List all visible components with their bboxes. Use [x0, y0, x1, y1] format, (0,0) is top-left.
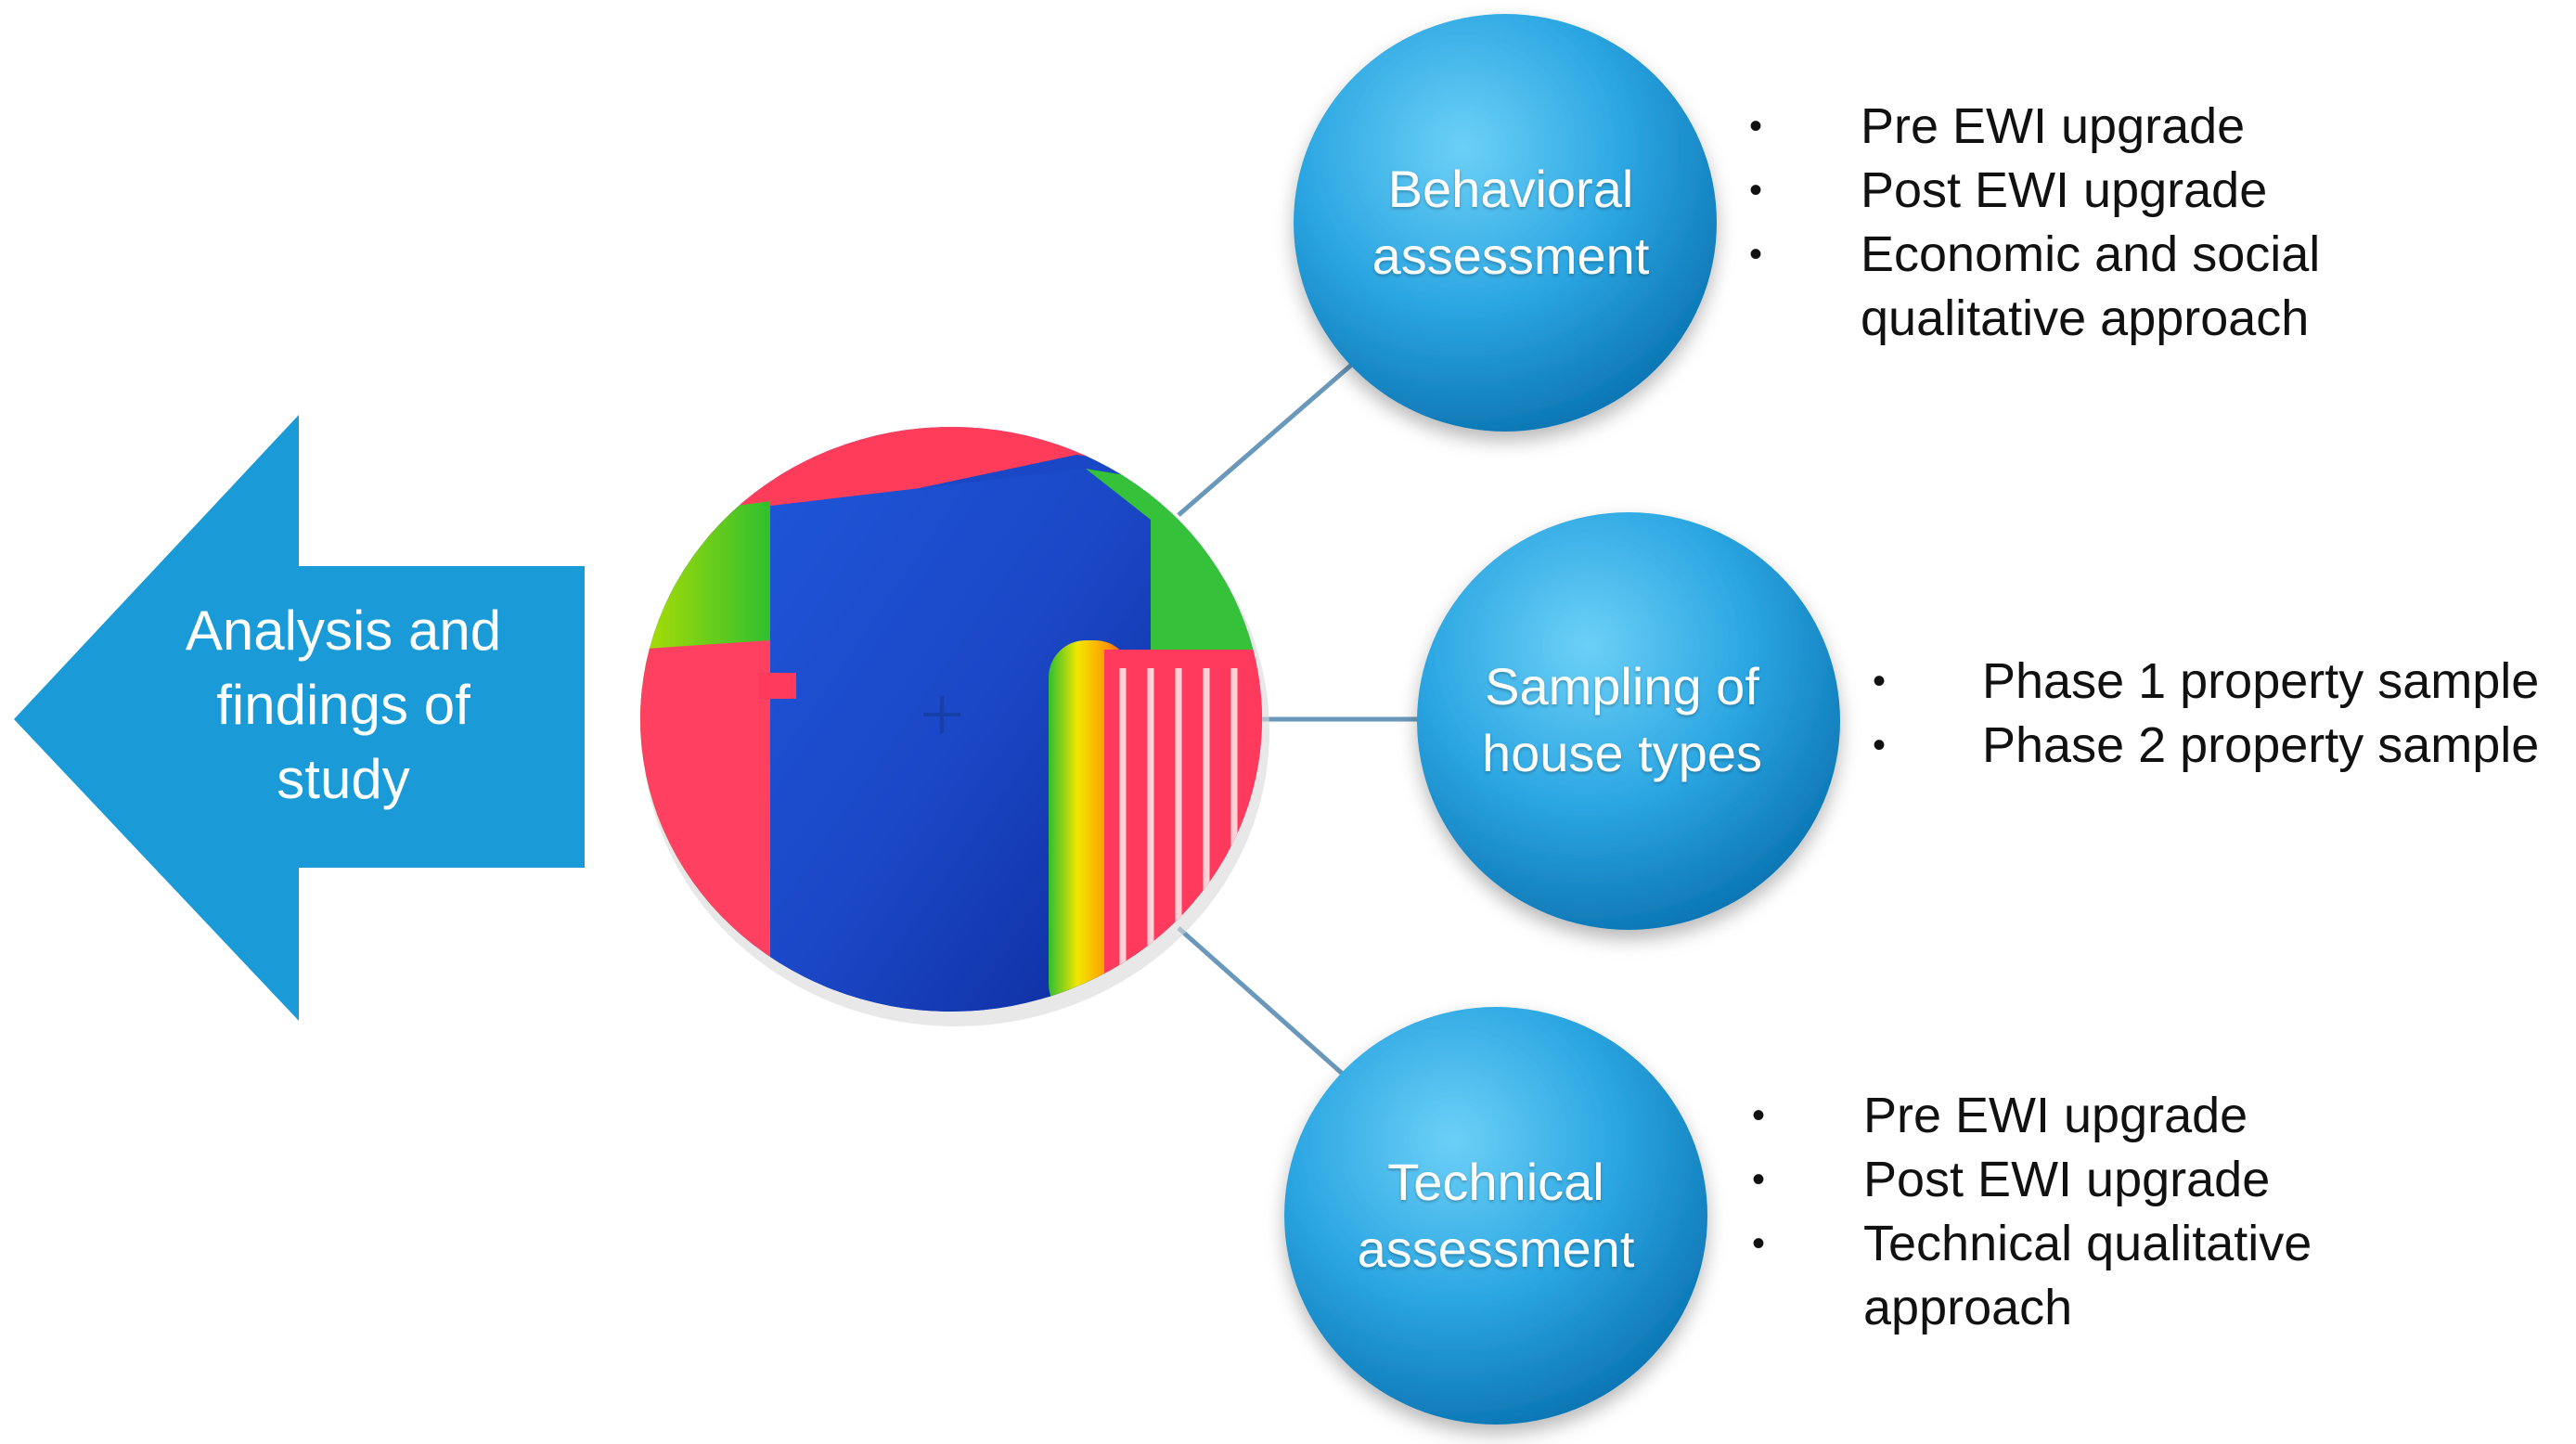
technical-label: Technical assessment — [1301, 1149, 1691, 1283]
technical-label-line-2: assessment — [1357, 1219, 1635, 1278]
sampling-bullets: •Phase 1 property sample •Phase 2 proper… — [1873, 650, 2569, 778]
arrow-label: Analysis and findings of study — [130, 594, 557, 817]
sampling-label-line-1: Sampling of — [1485, 657, 1759, 716]
list-item: •Phase 1 property sample — [1873, 653, 2540, 709]
list-item: •Technical qualitative approach — [1752, 1216, 2312, 1335]
behavioral-label: Behavioral assessment — [1316, 156, 1706, 290]
technical-label-line-1: Technical — [1387, 1153, 1604, 1211]
connector-technical — [1177, 926, 1347, 1078]
left-arrow-shape — [14, 415, 585, 1021]
list-item: •Phase 2 property sample — [1873, 717, 2540, 773]
circle-sampling — [1417, 512, 1840, 930]
circle-technical — [1284, 1007, 1707, 1425]
behavioral-label-line-2: assessment — [1372, 226, 1650, 285]
sampling-label-line-2: house types — [1482, 724, 1762, 782]
list-item: •Pre EWI upgrade — [1752, 1088, 2248, 1143]
arrow-label-line-1: Analysis and — [185, 600, 502, 662]
circle-behavioral — [1294, 14, 1717, 432]
list-item: •Pre EWI upgrade — [1749, 98, 2246, 154]
connector-behavioral — [1177, 360, 1357, 517]
list-item: •Economic and social qualitative approac… — [1749, 226, 2321, 346]
list-item: •Post EWI upgrade — [1749, 162, 2268, 218]
connector-lines — [1177, 360, 1434, 1078]
arrow-label-line-2: findings of — [216, 674, 470, 736]
arrow-label-line-3: study — [277, 748, 410, 810]
node-circles — [1284, 14, 1840, 1425]
technical-bullets: •Pre EWI upgrade •Post EWI upgrade •Tech… — [1752, 1084, 2513, 1340]
behavioral-label-line-1: Behavioral — [1387, 160, 1634, 218]
behavioral-bullets: •Pre EWI upgrade •Post EWI upgrade •Econ… — [1749, 95, 2510, 351]
list-item: •Post EWI upgrade — [1752, 1152, 2271, 1207]
sampling-label: Sampling of house types — [1427, 653, 1817, 787]
